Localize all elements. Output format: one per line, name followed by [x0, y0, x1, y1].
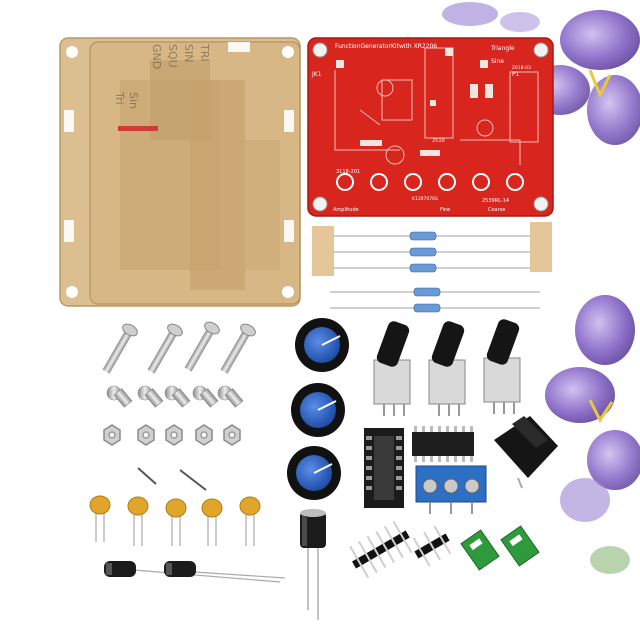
pcb-pot-mid: K1287076S: [412, 196, 438, 202]
acrylic-label-tri2: Tri: [113, 91, 126, 105]
acrylic-label-squ: SQU: [166, 44, 179, 68]
pcb-jk1: JK1: [311, 71, 322, 78]
acrylic-case-panels: GND SQU SIN TRI Tri Sin: [59, 37, 301, 307]
small-electrolytic-capacitors: [104, 561, 286, 583]
knobs: [287, 318, 349, 500]
acrylic-label-tri: TRI: [198, 43, 211, 62]
hex-nuts: [103, 424, 241, 446]
pcb-board: FunctionGeneratorKitwith XR2206 JK1 Tria…: [307, 37, 554, 217]
terminal-block: [415, 465, 487, 514]
flower-bottom-right: [545, 295, 640, 574]
pcb-p1: P1: [512, 71, 520, 78]
ic-chip: [412, 426, 474, 462]
pcb-version: 2018-03: [512, 65, 531, 71]
jumper-caps: [460, 525, 540, 571]
acrylic-label-gnd: GND: [150, 44, 163, 69]
short-screws: [106, 385, 244, 408]
ceramic-capacitors: [89, 495, 261, 546]
potentiometers: [373, 319, 521, 416]
dc-power-jack: [494, 416, 558, 489]
pcb-ic-code: 2510: [432, 138, 445, 144]
wire-bits: [137, 467, 207, 491]
ic-socket: [364, 428, 404, 508]
acrylic-label-sin2: Sin: [127, 92, 140, 109]
acrylic-labels: GND SQU SIN TRI Tri Sin: [113, 43, 211, 109]
long-screws: [102, 321, 256, 374]
pin-headers: [349, 520, 452, 579]
pcb-fine: Fine: [440, 207, 450, 213]
large-electrolytic-capacitor: [300, 509, 326, 620]
pcb-coarse: Coarse: [488, 207, 505, 213]
pcb-pot-right: 2539RL-14: [482, 198, 509, 204]
pcb-sine: Sine: [491, 58, 504, 65]
pcb-pot-left: 3118-201: [336, 169, 360, 175]
acrylic-label-sin: SIN: [182, 44, 195, 62]
resistors: [312, 222, 552, 313]
pcb-triangle: Triangle: [490, 45, 515, 52]
pcb-title: FunctionGeneratorKitwith XR2206: [335, 43, 437, 50]
pcb-amplitude: Amplitude: [333, 207, 359, 213]
